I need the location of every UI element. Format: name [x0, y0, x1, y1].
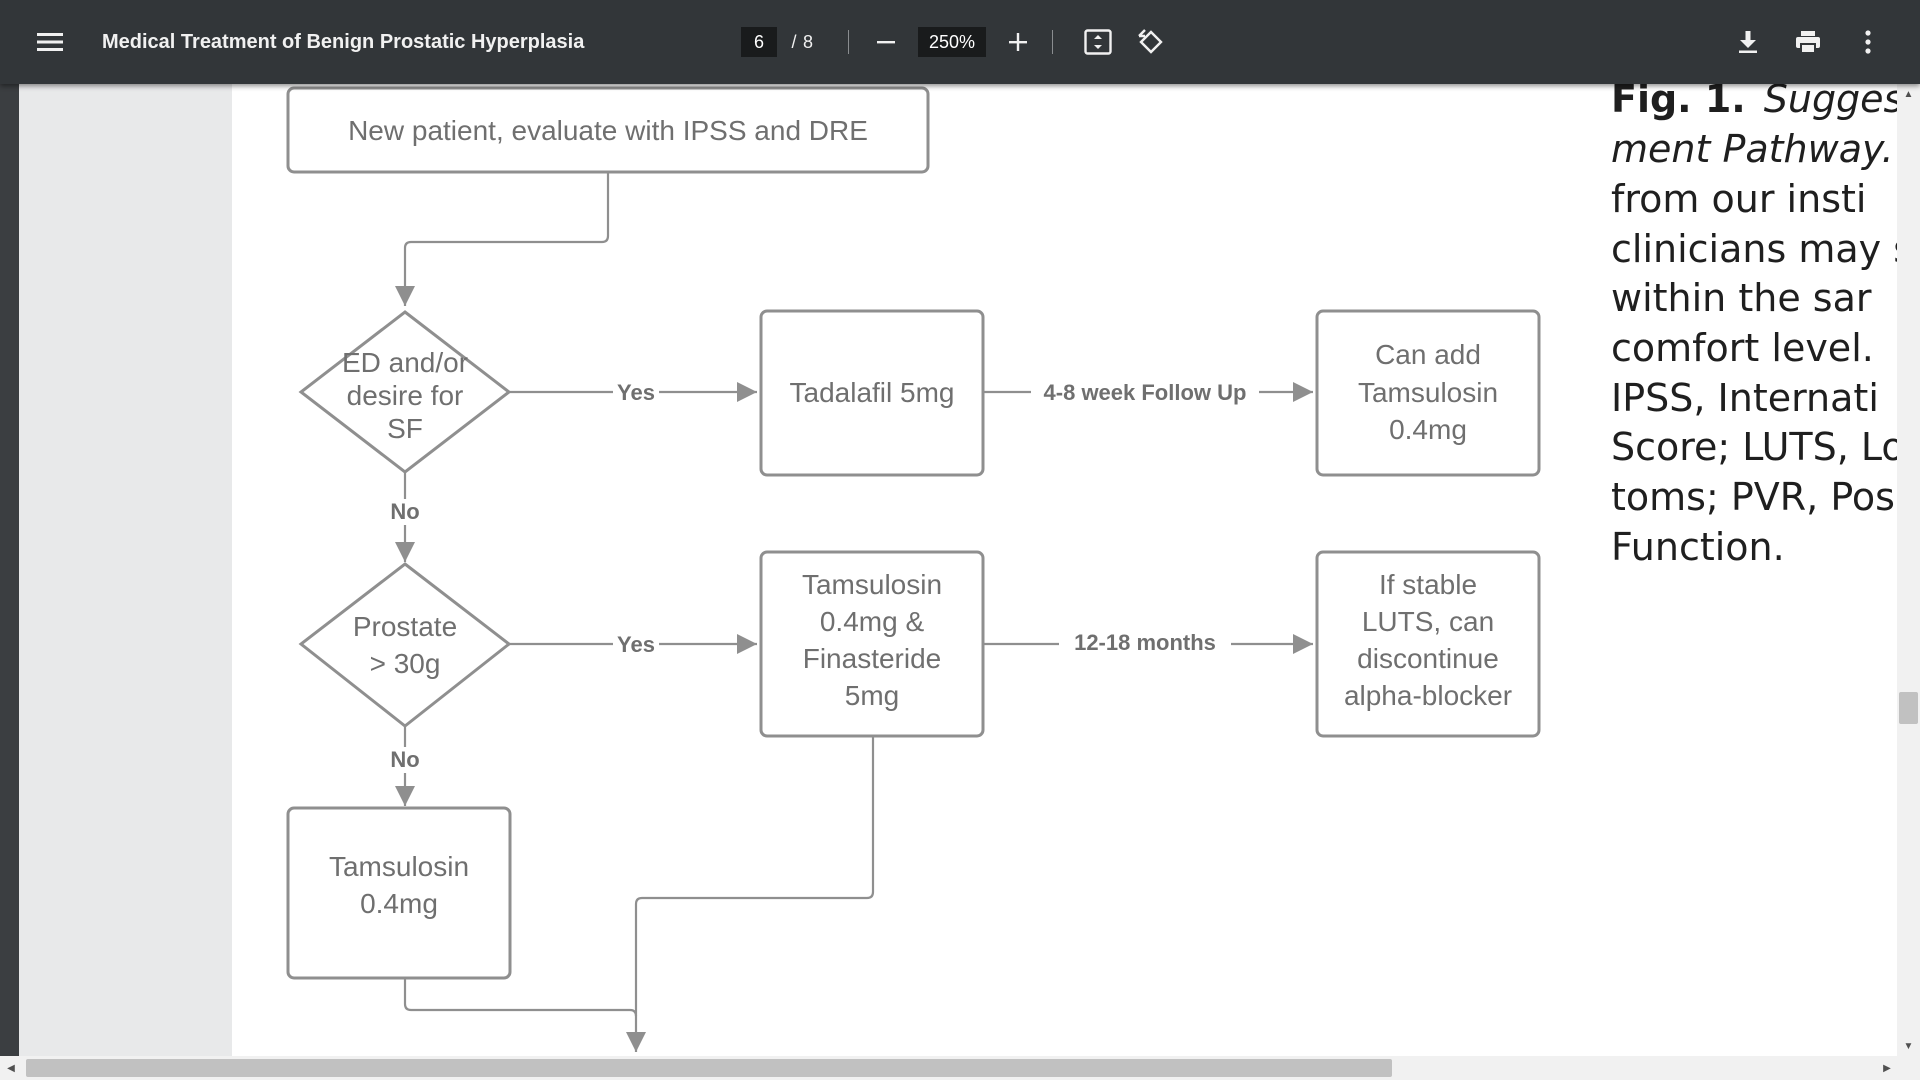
more-vertical-icon — [1865, 30, 1871, 54]
treatment-flowchart: Yes 4-8 week Follow Up No Yes 12-18 mont… — [286, 84, 1897, 1052]
pdf-toolbar: Medical Treatment of Benign Prostatic Hy… — [0, 0, 1920, 84]
decision2-diamond — [298, 562, 512, 728]
scroll-down-arrow-icon[interactable]: ▼ — [1903, 1040, 1914, 1052]
start-box-text: New patient, evaluate with IPSS and DRE — [348, 115, 868, 146]
months-label: 12-18 months — [1074, 630, 1216, 655]
combo-line-4: 5mg — [845, 680, 899, 711]
decision1-no-label: No — [390, 499, 419, 524]
decision2-no-label: No — [390, 747, 419, 772]
minus-icon — [877, 41, 895, 44]
decision1-line-1: ED and/or — [342, 347, 468, 378]
decision2-line-1: Prostate — [353, 611, 457, 642]
can-add-line-2: Tamsulosin — [1358, 377, 1498, 408]
print-button[interactable] — [1788, 22, 1828, 62]
can-add-line-3: 0.4mg — [1389, 414, 1467, 445]
plus-icon — [1009, 33, 1027, 51]
tamsulosin-line-2: 0.4mg — [360, 888, 438, 919]
download-icon — [1739, 31, 1757, 53]
caption-line-2: ment Pathway. — [1611, 127, 1894, 171]
combo-box — [759, 550, 985, 738]
fit-to-page-button[interactable] — [1078, 22, 1118, 62]
start-box — [286, 86, 930, 174]
combo-line-1: Tamsulosin — [802, 569, 942, 600]
caption-line-4: clinicians may s — [1611, 227, 1897, 271]
print-icon — [1796, 31, 1820, 54]
can-add-line-1: Can add — [1375, 339, 1481, 370]
toolbar-divider — [848, 30, 849, 54]
page-total: 8 — [802, 31, 813, 52]
horizontal-scrollbar-thumb[interactable] — [26, 1059, 1392, 1077]
toolbar-divider — [1052, 30, 1053, 54]
page-gutter — [19, 84, 232, 1056]
page-separator: / — [791, 31, 797, 52]
stable-box — [1315, 550, 1541, 738]
zoom-in-button[interactable] — [998, 22, 1038, 62]
decision1-yes-label: Yes — [617, 380, 655, 405]
scroll-up-arrow-icon[interactable]: ▲ — [1903, 88, 1914, 100]
caption-line-3: from our insti — [1611, 177, 1866, 221]
scroll-left-arrow-icon[interactable]: ◀ — [7, 1062, 15, 1074]
edge-tamsulosin-down — [403, 979, 638, 1017]
decision1-line-3: SF — [387, 413, 423, 444]
menu-icon[interactable] — [30, 22, 70, 62]
viewer-left-margin — [0, 84, 19, 1080]
edge-combo-down — [626, 736, 875, 1052]
tadalafil-box — [759, 309, 985, 477]
more-options-button[interactable] — [1848, 22, 1888, 62]
document-title: Medical Treatment of Benign Prostatic Hy… — [102, 30, 585, 53]
decision2-yes-label: Yes — [617, 632, 655, 657]
caption-line-5: within the sar — [1611, 276, 1872, 320]
tadalafil-text: Tadalafil 5mg — [790, 377, 955, 408]
rotate-button[interactable] — [1131, 22, 1171, 62]
caption-line-6: comfort level. — [1611, 326, 1874, 370]
caption-line-8: Score; LUTS, Lo — [1611, 425, 1897, 469]
decision2-line-2: > 30g — [370, 648, 441, 679]
stable-line-2: LUTS, can — [1362, 606, 1494, 637]
decision1-line-2: desire for — [347, 380, 464, 411]
stable-line-3: discontinue — [1357, 643, 1499, 674]
page-number-input[interactable]: 6 — [741, 27, 777, 57]
fit-to-page-icon — [1084, 29, 1112, 55]
decision1-diamond — [298, 310, 512, 474]
tamsulosin-box — [286, 806, 512, 980]
tamsulosin-line-1: Tamsulosin — [329, 851, 469, 882]
edge-start-to-decision1 — [395, 172, 610, 306]
caption-line-9: toms; PVR, Pos — [1611, 475, 1895, 519]
stable-line-1: If stable — [1379, 569, 1477, 600]
caption-line-10: Function. — [1611, 525, 1785, 569]
download-button[interactable] — [1728, 22, 1768, 62]
document-viewer[interactable]: Yes 4-8 week Follow Up No Yes 12-18 mont… — [0, 84, 1920, 1080]
caption-line-7: IPSS, Internati — [1611, 376, 1879, 420]
scroll-right-arrow-icon[interactable]: ▶ — [1883, 1062, 1891, 1074]
figure-caption: Fig. 1.Suggest ment Pathway. from our in… — [1611, 84, 1897, 569]
zoom-out-button[interactable] — [866, 22, 906, 62]
zoom-level-input[interactable]: 250% — [918, 27, 986, 57]
caption-line-1: Fig. 1.Suggest — [1611, 84, 1897, 121]
vertical-scrollbar-thumb[interactable] — [1899, 692, 1918, 724]
vertical-scrollbar[interactable] — [1897, 84, 1920, 1056]
pdf-page: Yes 4-8 week Follow Up No Yes 12-18 mont… — [19, 84, 1897, 1056]
can-add-box — [1315, 309, 1541, 477]
followup-label: 4-8 week Follow Up — [1044, 380, 1247, 405]
stable-line-4: alpha-blocker — [1344, 680, 1512, 711]
combo-line-2: 0.4mg & — [820, 606, 925, 637]
rotate-icon — [1138, 29, 1163, 54]
combo-line-3: Finasteride — [803, 643, 942, 674]
